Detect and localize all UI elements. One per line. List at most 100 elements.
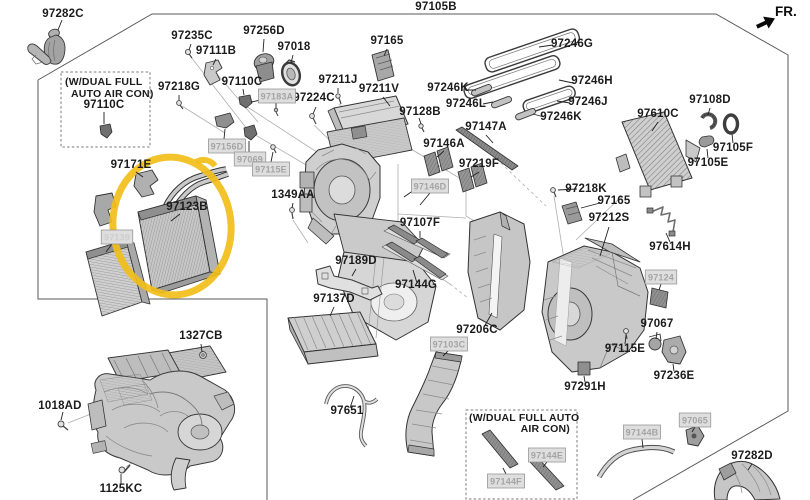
screw-97115E2-shape <box>623 328 629 340</box>
wire-bracket-97614H-shape <box>646 206 676 237</box>
screw-1018AD-shape <box>57 420 69 431</box>
ref-callout-box <box>528 447 566 463</box>
strip-97165-2-shape <box>561 201 583 225</box>
part-callout-97610C: 97610C <box>637 108 678 120</box>
screw-97128B-shape <box>418 123 425 133</box>
part-callout-97111B: 97111B <box>196 45 236 57</box>
part-callout-97651: 97651 <box>331 405 364 417</box>
diagram-border <box>37 13 789 500</box>
part-callout-97218K: 97218K <box>565 183 607 195</box>
ref-callout-text: 97115E <box>255 165 287 175</box>
blower-unit-shape <box>87 345 236 491</box>
part-callout-97219F: 97219F <box>459 158 499 170</box>
ref-callout-text: 97144F <box>490 477 522 487</box>
note-box1-line1: (W/DUAL FULL <box>65 76 143 88</box>
clip-cluster-9715xD-shape <box>214 112 277 154</box>
screw-97183A-shape <box>273 107 279 117</box>
ref-callout-97139: 97139 <box>100 229 134 245</box>
pipes-97144EF-shape <box>481 429 565 491</box>
duct-97103C-shape <box>405 351 463 457</box>
part-callout-97246G: 97246G <box>551 38 593 50</box>
part-callout-97105E: 97105E <box>688 157 729 169</box>
actuator-97236E-shape <box>661 335 687 365</box>
part-callout-97212S: 97212S <box>589 212 630 224</box>
screw-97224C-shape <box>309 113 317 125</box>
ref-callout-text: 97069 <box>237 155 263 165</box>
seal-97246K1-shape <box>471 84 492 97</box>
heater-core-97123B-shape <box>137 166 229 294</box>
ref-callout-97144B: 97144B <box>623 424 661 440</box>
fr-arrow-icon <box>755 16 775 29</box>
motor-97256D-shape <box>253 53 275 83</box>
ref-callout-box <box>100 229 134 245</box>
bracket-97111B-shape <box>203 59 223 86</box>
part-callout-97105F: 97105F <box>713 142 753 154</box>
ref-callout-text: 97124 <box>648 273 674 283</box>
part-callout-97144G: 97144G <box>395 279 437 291</box>
ref-callout-text: 97065 <box>682 416 708 426</box>
ref-callout-97124: 97124 <box>644 269 678 285</box>
bracket-97105E-shape <box>698 135 715 148</box>
clip-97110C-shape <box>238 94 253 109</box>
part-callout-97614H: 97614H <box>649 241 690 253</box>
note-box-dual-auto-2: (W/DUAL FULL AUTO AIR CON) <box>465 409 579 500</box>
screw-97235C-shape <box>184 48 193 59</box>
ref-callout-box <box>258 88 296 104</box>
ref-callout-97144E: 97144E <box>528 447 566 463</box>
part-callout-1327CB: 1327CB <box>179 330 222 342</box>
leader-lines <box>57 19 753 485</box>
part-callout-97128B: 97128B <box>399 106 440 118</box>
duct-97137D-shape <box>287 311 379 365</box>
ref-callout-97146D: 97146D <box>411 178 449 194</box>
ref-callout-box <box>487 473 525 489</box>
part-callout-97146A: 97146A <box>423 138 464 150</box>
parts-layer <box>27 28 781 500</box>
part-callout-97165: 97165 <box>371 35 404 47</box>
ref-callout-97156D: 97156D <box>208 138 246 154</box>
ref-callout-97103C: 97103C <box>430 336 468 352</box>
part-callout-97282C: 97282C <box>42 8 83 20</box>
part-callout-97246L: 97246L <box>446 98 486 110</box>
ref-callout-box <box>252 161 290 177</box>
seal-97246K2-shape <box>515 108 536 121</box>
part-callout-97189D: 97189D <box>335 255 376 267</box>
part-callout-97137D: 97137D <box>313 293 354 305</box>
case-97206C-shape <box>467 211 531 331</box>
bracket-97189D-shape <box>315 265 383 301</box>
hose-97651-shape <box>324 384 379 448</box>
part-callout-97246K: 97246K <box>540 111 582 123</box>
part-callout-97246J: 97246J <box>568 96 608 108</box>
bolt-1125KC-shape <box>118 464 131 474</box>
aspirator-97018-shape <box>280 59 302 87</box>
oring-97105F-shape <box>722 113 740 135</box>
part-callout-97107F: 97107F <box>400 217 440 229</box>
ref-callout-text: 97156D <box>211 142 244 152</box>
part-callout-97018: 97018 <box>278 41 311 53</box>
strip-97144G-shape <box>381 241 449 281</box>
part-callout-97235C: 97235C <box>171 30 212 42</box>
seal-97246L-shape <box>491 96 512 109</box>
screw-97218G-shape <box>176 100 184 110</box>
ref-callouts-layer: 97183A97156D9706997115E97146D97139971249… <box>100 88 712 489</box>
note-box2-line1: (W/DUAL FULL AUTO <box>469 412 579 424</box>
nut-1327CB-shape <box>199 351 207 359</box>
fr-label: FR. <box>775 4 797 19</box>
part-callout-97110C: 97110C <box>84 99 125 111</box>
part-callout-97246K: 97246K <box>427 82 469 94</box>
part-callout-97108D: 97108D <box>689 94 730 106</box>
seal-97246H-shape <box>463 55 561 99</box>
part-callout-97171E: 97171E <box>111 159 152 171</box>
note-box-dual-auto-1: (W/DUAL FULL AUTO AIR CON) <box>60 71 153 148</box>
part-callout-97067: 97067 <box>641 318 674 330</box>
doors-97219F-shape <box>457 162 488 193</box>
fr-indicator: FR. <box>755 4 797 29</box>
part-callout-97218G: 97218G <box>158 81 200 93</box>
doors-97146A-shape <box>423 146 454 177</box>
seat-97282C-shape <box>27 28 66 65</box>
part-callout-97123B: 97123B <box>166 201 207 213</box>
screw-97218K-shape <box>550 187 557 198</box>
ref-callout-text: 97139 <box>104 233 130 243</box>
